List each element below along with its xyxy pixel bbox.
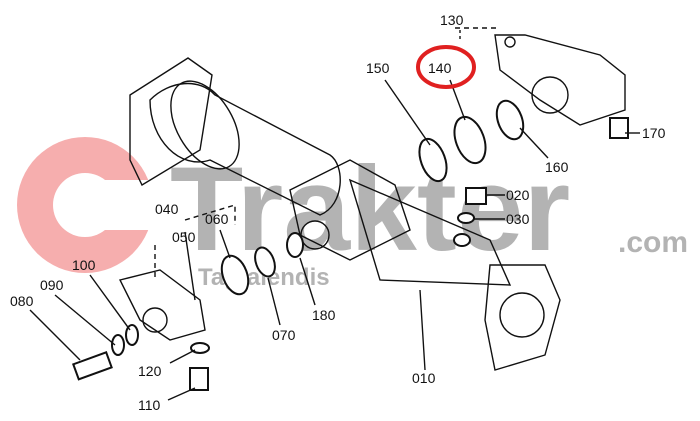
watermark-suffix: .com	[618, 226, 688, 259]
ring-160	[495, 99, 525, 141]
watermark-logo	[17, 137, 155, 273]
bracket-130	[494, 34, 626, 126]
plug-180	[286, 232, 304, 258]
bushing-060	[220, 254, 250, 296]
bolt-080	[72, 351, 113, 381]
bushing-140	[453, 115, 487, 165]
part-label-140: 140	[428, 60, 452, 76]
part-label-040: 040	[155, 201, 179, 217]
part-label-080: 080	[10, 293, 34, 309]
part-label-060: 060	[205, 211, 229, 227]
watermark-brand: Trakter	[170, 142, 570, 276]
leader-lines	[29, 27, 640, 401]
part-label-010: 010	[412, 370, 436, 386]
part-label-030: 030	[506, 211, 530, 227]
part-label-170: 170	[642, 125, 666, 141]
washer-120	[190, 342, 210, 354]
part-label-150: 150	[366, 60, 390, 76]
nut-extra	[453, 233, 471, 247]
bracket-040	[118, 269, 206, 341]
bolt-110	[189, 367, 209, 391]
part-label-070: 070	[272, 327, 296, 343]
part-label-160: 160	[545, 159, 569, 175]
part-label-050: 050	[172, 229, 196, 245]
washer-100	[125, 324, 139, 346]
highlight-circle-140	[416, 45, 476, 89]
plug-020	[465, 187, 487, 205]
washer-090	[111, 334, 125, 356]
part-label-130: 130	[440, 12, 464, 28]
washer-030	[457, 212, 475, 224]
part-label-110: 110	[138, 397, 161, 413]
bolt-170	[609, 117, 629, 139]
part-label-120: 120	[138, 363, 162, 379]
part-label-180: 180	[312, 307, 336, 323]
part-label-090: 090	[40, 277, 64, 293]
o-ring-070	[254, 246, 276, 278]
part-label-100: 100	[72, 257, 96, 273]
part-label-020: 020	[506, 187, 530, 203]
